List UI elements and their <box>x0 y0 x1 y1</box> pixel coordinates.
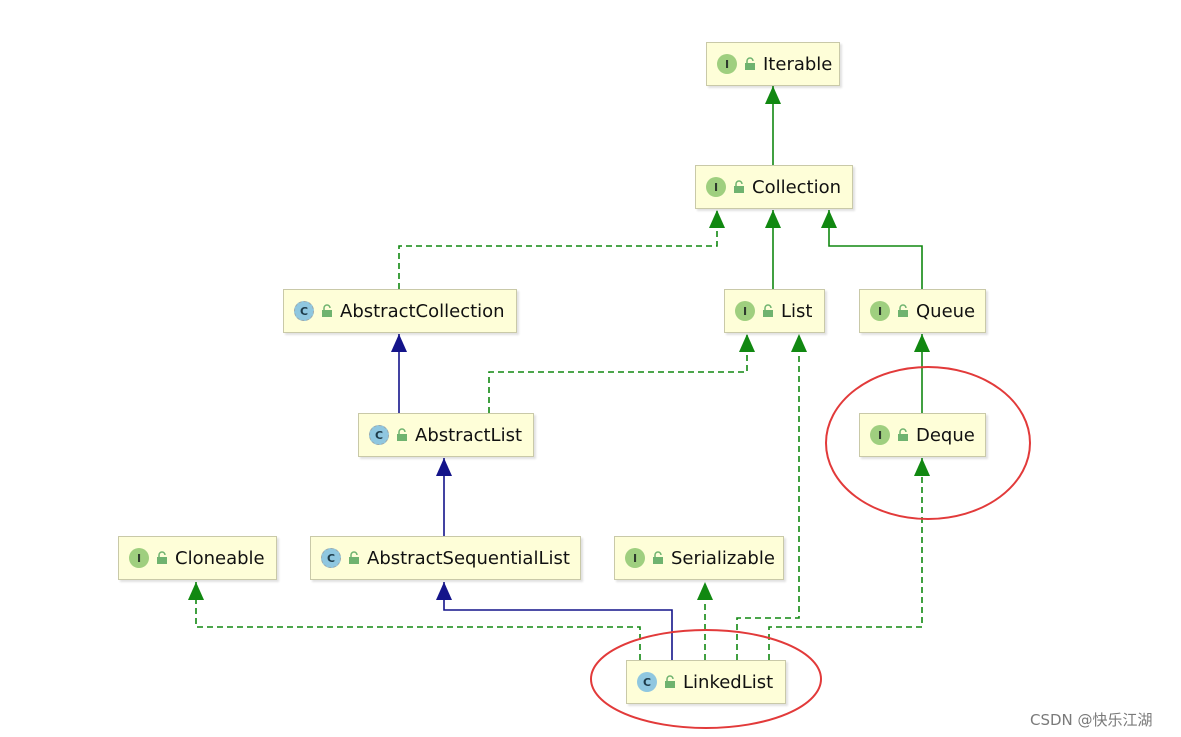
node-label: Cloneable <box>175 547 265 569</box>
open-lock-icon <box>653 551 663 564</box>
edge-linkedlist-to-cloneable <box>195 582 641 660</box>
arrowhead-collection-left <box>709 210 725 228</box>
edge-linkedlist-to-abstractsequentiallist <box>443 582 673 660</box>
arrowhead-deque <box>914 458 930 476</box>
node-list[interactable]: I List <box>724 289 825 333</box>
node-label: AbstractSequentialList <box>367 547 570 569</box>
arrowhead-serializable <box>697 582 713 600</box>
node-label: List <box>781 300 813 322</box>
node-label: Collection <box>752 176 842 198</box>
node-label: Deque <box>916 424 975 446</box>
open-lock-icon <box>157 551 167 564</box>
arrowhead-collection-middle <box>765 210 781 228</box>
interface-icon: I <box>870 425 890 445</box>
node-deque[interactable]: I Deque <box>859 413 986 457</box>
interface-icon: I <box>625 548 645 568</box>
open-lock-icon <box>397 428 407 441</box>
open-lock-icon <box>898 304 908 317</box>
node-label: Serializable <box>671 547 775 569</box>
node-abstractlist[interactable]: C AbstractList <box>358 413 534 457</box>
abstract-class-icon: C <box>294 301 314 321</box>
abstract-class-icon: C <box>321 548 341 568</box>
open-lock-icon <box>763 304 773 317</box>
arrowhead-iterable <box>765 86 781 104</box>
open-lock-icon <box>734 180 744 193</box>
node-abstractcollection[interactable]: C AbstractCollection <box>283 289 517 333</box>
open-lock-icon <box>349 551 359 564</box>
arrowhead-abstractcollection <box>391 334 407 352</box>
node-label: LinkedList <box>683 671 774 693</box>
node-serializable[interactable]: I Serializable <box>614 536 784 580</box>
arrowhead-collection-right <box>821 210 837 228</box>
node-label: AbstractList <box>415 424 523 446</box>
node-cloneable[interactable]: I Cloneable <box>118 536 277 580</box>
arrowhead-list-right <box>791 334 807 352</box>
highlight-ellipse-deque <box>825 366 1031 520</box>
node-queue[interactable]: I Queue <box>859 289 986 333</box>
highlight-ellipse-linkedlist <box>590 629 822 729</box>
edge-linkedlist-to-deque <box>768 458 923 660</box>
edge-abstractlist-to-list <box>488 334 748 413</box>
interface-icon: I <box>706 177 726 197</box>
class-icon: C <box>637 672 657 692</box>
open-lock-icon <box>322 304 332 317</box>
node-label: Queue <box>916 300 976 322</box>
node-label: AbstractCollection <box>340 300 505 322</box>
edge-linkedlist-to-list <box>736 334 800 660</box>
arrowhead-list-left <box>739 334 755 352</box>
interface-icon: I <box>735 301 755 321</box>
open-lock-icon <box>745 57 755 70</box>
node-abstractsequentiallist[interactable]: C AbstractSequentialList <box>310 536 581 580</box>
edge-queue-to-collection <box>828 210 923 289</box>
node-label: Iterable <box>763 53 833 75</box>
arrowhead-abstractsequentiallist <box>436 582 452 600</box>
open-lock-icon <box>898 428 908 441</box>
node-iterable[interactable]: I Iterable <box>706 42 840 86</box>
watermark: CSDN @快乐江湖 <box>1030 711 1153 729</box>
interface-icon: I <box>129 548 149 568</box>
arrowhead-cloneable <box>188 582 204 600</box>
open-lock-icon <box>665 675 675 688</box>
node-linkedlist[interactable]: C LinkedList <box>626 660 786 704</box>
edge-abstractcollection-to-collection <box>398 210 718 289</box>
abstract-class-icon: C <box>369 425 389 445</box>
arrowhead-queue <box>914 334 930 352</box>
node-collection[interactable]: I Collection <box>695 165 853 209</box>
interface-icon: I <box>870 301 890 321</box>
interface-icon: I <box>717 54 737 74</box>
arrowhead-abstractlist <box>436 458 452 476</box>
